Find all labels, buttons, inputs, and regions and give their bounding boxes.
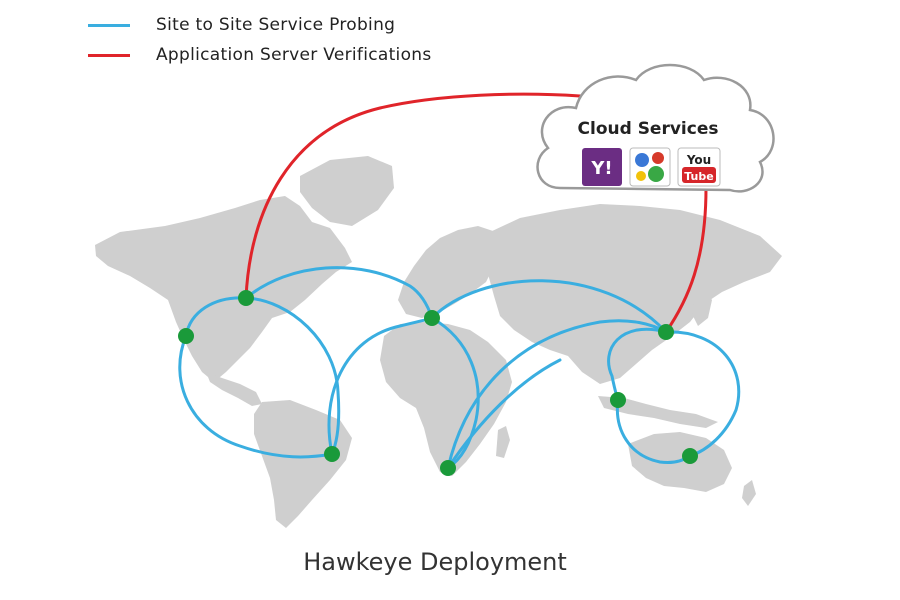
probe-link-za-cn (446, 358, 562, 470)
probe-link-jp-au (664, 330, 741, 458)
new-zealand-landmass (742, 480, 756, 506)
asia-landmass (486, 204, 782, 384)
legend-swatch-verification (88, 53, 130, 57)
legend-item-probing: Site to Site Service Probing (88, 10, 432, 40)
probe-link-ny-br (244, 296, 341, 456)
youtube-logo-text-top: You (686, 153, 711, 167)
greenland-landmass (300, 156, 394, 226)
verification-links (244, 92, 708, 334)
site-node-europe (424, 310, 440, 326)
diagram-caption: Hawkeye Deployment (303, 548, 567, 576)
youtube-logo: You Tube (677, 147, 721, 187)
europe-landmass (398, 226, 500, 318)
site-node-australia (682, 448, 698, 464)
site-nodes (178, 290, 698, 476)
africa-landmass (380, 322, 512, 476)
yahoo-logo-tile (582, 148, 622, 186)
site-node-east-asia (658, 324, 674, 340)
central-america-landmass (206, 372, 262, 406)
world-map (95, 156, 782, 528)
verify-link-asia (664, 186, 708, 334)
site-node-east-coast (238, 290, 254, 306)
verify-link-north-america (244, 92, 582, 300)
yahoo-logo-text: Y! (590, 158, 612, 179)
probe-link-ca-br (178, 334, 334, 459)
indonesia-landmass (598, 396, 718, 428)
north-america-landmass (95, 196, 352, 382)
probing-links (178, 266, 741, 470)
legend-item-verification: Application Server Verifications (88, 40, 432, 70)
google-green-dot (648, 166, 664, 182)
madagascar-landmass (496, 426, 510, 458)
cloud-title: Cloud Services (578, 119, 719, 139)
google-logo (629, 147, 671, 187)
google-logo-tile (629, 147, 671, 187)
google-yellow-dot (636, 171, 646, 181)
legend-label-probing: Site to Site Service Probing (156, 15, 396, 35)
site-node-south-america (324, 446, 340, 462)
legend-swatch-probing (88, 23, 130, 27)
google-red-dot (652, 152, 664, 164)
probe-link-eu-za (430, 316, 480, 470)
probe-link-eu-jp (430, 279, 668, 334)
japan-landmass (692, 288, 712, 326)
site-node-southeast-asia (610, 392, 626, 408)
probe-link-sg-au (615, 398, 692, 464)
yahoo-logo: Y! (582, 148, 622, 186)
legend-label-verification: Application Server Verifications (156, 45, 432, 65)
cloud-services: Cloud Services Y! You Tube (536, 63, 775, 193)
youtube-logo-red-box (682, 167, 716, 183)
probe-link-br-eu (327, 316, 434, 456)
south-america-landmass (254, 400, 352, 528)
probe-link-ny-eu (244, 266, 434, 320)
youtube-logo-text-bottom: Tube (684, 170, 713, 183)
legend: Site to Site Service Probing Application… (88, 10, 432, 70)
probe-link-za-jp (446, 319, 668, 470)
google-blue-dot (635, 153, 649, 167)
site-node-south-africa (440, 460, 456, 476)
site-node-west-coast (178, 328, 194, 344)
